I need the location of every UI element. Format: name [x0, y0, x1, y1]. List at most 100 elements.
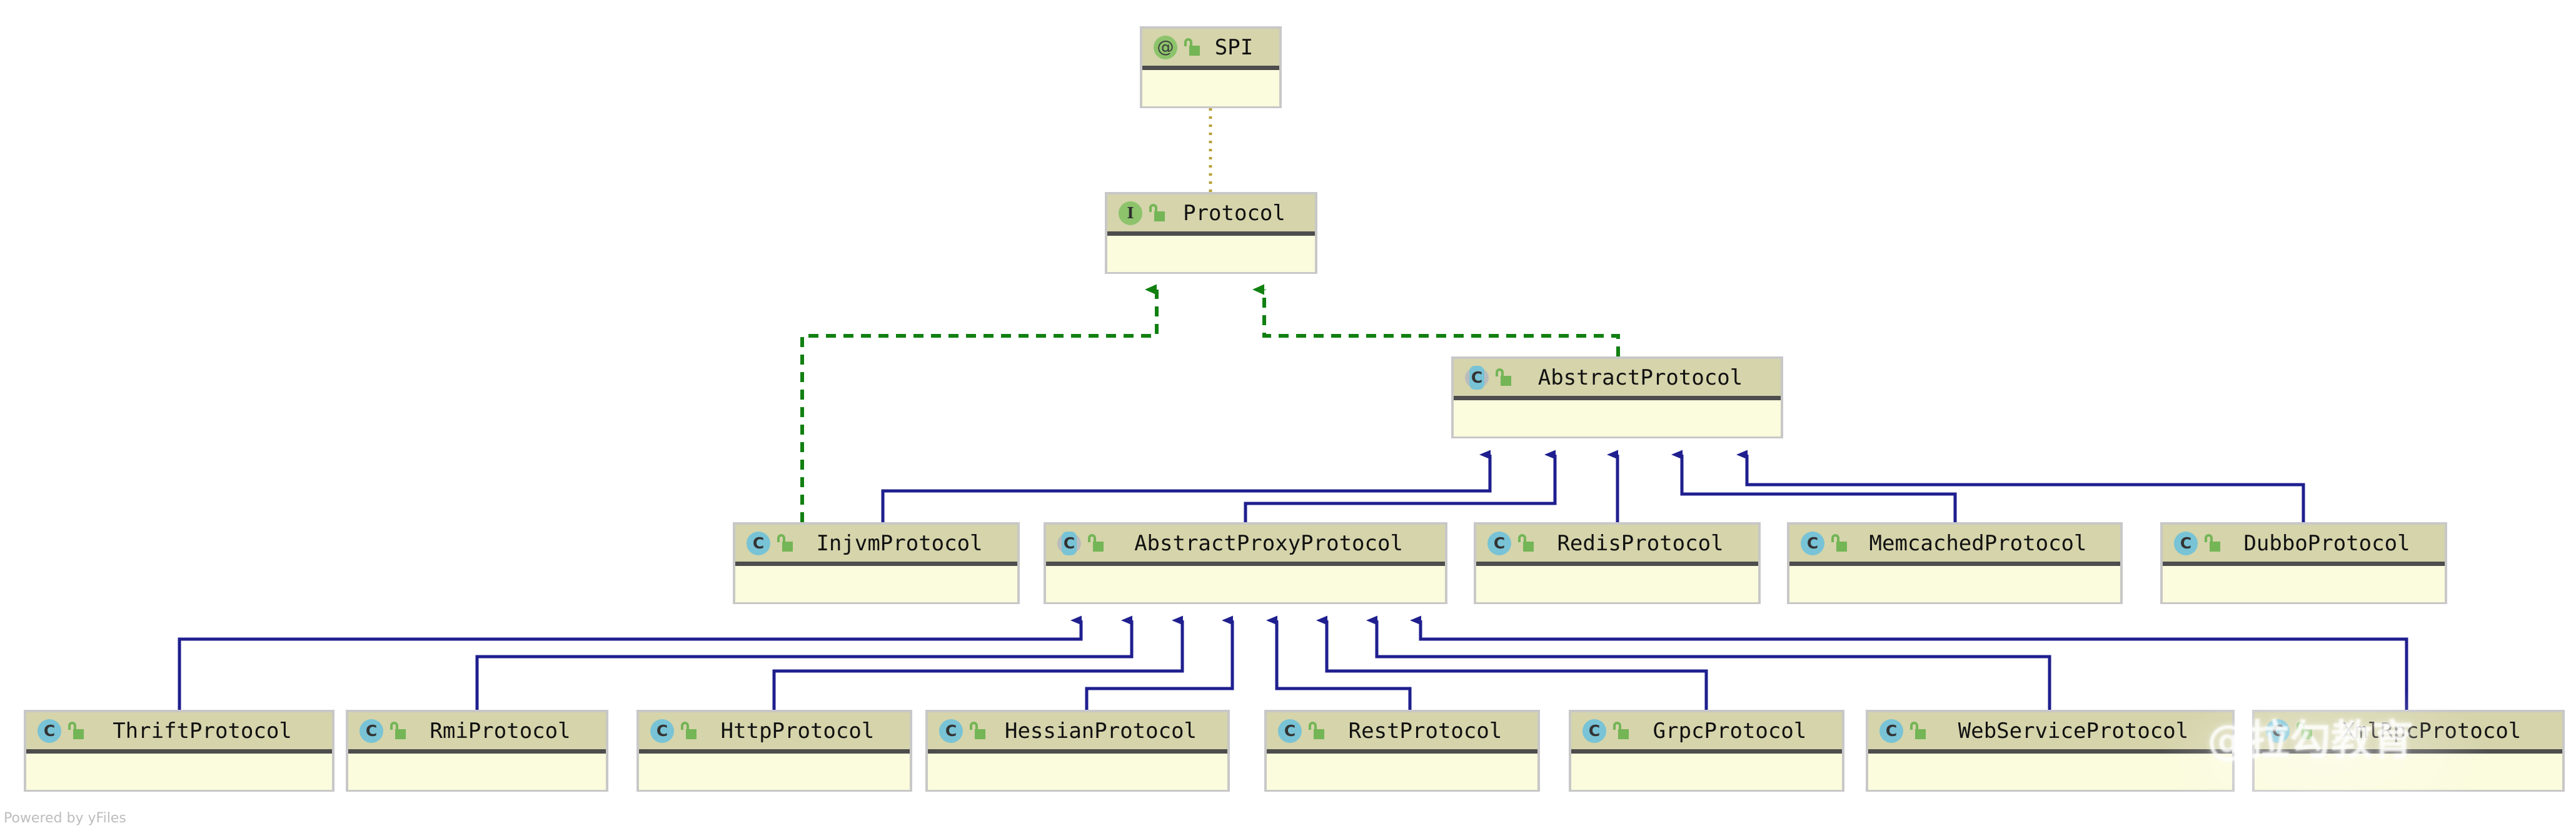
node-members	[1046, 566, 1445, 602]
interface-icon: I	[1119, 201, 1142, 225]
edge-inheritance-thrift-abstractproxy	[178, 615, 1083, 710]
node-header: C XmlRpcProtocol	[2255, 712, 2562, 754]
unlocked-padlock-icon	[2296, 721, 2312, 740]
node-members	[1454, 400, 1781, 437]
class-icon: C	[1582, 719, 1606, 743]
edge-inheritance-dubbo-abstractprotocol	[1736, 450, 2305, 522]
unlocked-padlock-icon	[390, 721, 406, 740]
class-icon: C	[2266, 719, 2290, 743]
node-header: C HessianProtocol	[928, 712, 1227, 754]
unlocked-padlock-icon	[2204, 533, 2220, 553]
edge-inheritance-grpc-abstractproxy	[1316, 615, 1708, 710]
node-title: Protocol	[1183, 200, 1285, 226]
node-members	[735, 566, 1017, 602]
node-header: C AbstractProxyProtocol	[1046, 525, 1445, 566]
node-title: AbstractProtocol	[1537, 365, 1743, 390]
unlocked-padlock-icon	[969, 721, 985, 740]
uml-node-http-protocol[interactable]: C HttpProtocol	[636, 710, 912, 792]
node-header: C RmiProtocol	[348, 712, 606, 754]
unlocked-padlock-icon	[1909, 721, 1926, 740]
edge-inheritance-injvm-abstractprotocol	[881, 450, 1492, 522]
uml-node-rmi-protocol[interactable]: C RmiProtocol	[346, 710, 608, 792]
class-icon: C	[1879, 719, 1903, 743]
class-icon: C	[360, 719, 383, 743]
node-title: MemcachedProtocol	[1869, 530, 2087, 556]
node-members	[2255, 754, 2562, 790]
unlocked-padlock-icon	[1149, 203, 1165, 223]
node-members	[1571, 754, 1842, 790]
uml-node-abstract-proxy-protocol[interactable]: C AbstractProxyProtocol	[1044, 522, 1447, 604]
unlocked-padlock-icon	[1831, 533, 1847, 553]
node-header: C WebServiceProtocol	[1868, 712, 2232, 754]
node-members	[26, 754, 332, 790]
powered-by-label: Powered by yFiles	[4, 810, 126, 826]
node-title: RestProtocol	[1348, 718, 1502, 744]
node-header: C DubboProtocol	[2163, 525, 2445, 566]
uml-node-hessian-protocol[interactable]: C HessianProtocol	[925, 710, 1230, 792]
uml-node-injvm-protocol[interactable]: C InjvmProtocol	[733, 522, 1020, 604]
unlocked-padlock-icon	[1517, 533, 1534, 553]
unlocked-padlock-icon	[1613, 721, 1629, 740]
node-members	[1267, 754, 1537, 790]
node-members	[2163, 566, 2445, 602]
uml-node-redis-protocol[interactable]: C RedisProtocol	[1474, 522, 1761, 604]
node-title: ThriftProtocol	[113, 718, 292, 744]
edge-inheritance-memcached-abstractprotocol	[1671, 450, 1957, 522]
edge-inheritance-rmi-abstractproxy	[475, 615, 1134, 710]
unlocked-padlock-icon	[777, 533, 793, 553]
edge-inheritance-hessian-abstractproxy	[1085, 615, 1234, 710]
class-icon: C	[747, 531, 770, 555]
node-header: C ThriftProtocol	[26, 712, 332, 754]
node-members	[1142, 70, 1279, 106]
node-header: C InjvmProtocol	[735, 525, 1017, 566]
uml-node-grpc-protocol[interactable]: C GrpcProtocol	[1569, 710, 1844, 792]
unlocked-padlock-icon	[1495, 368, 1511, 387]
class-icon: C	[1801, 531, 1824, 555]
node-title: GrpcProtocol	[1653, 718, 1807, 744]
abstract-class-icon: C	[1057, 531, 1081, 555]
node-header: C MemcachedProtocol	[1789, 525, 2120, 566]
edge-inheritance-xmlrpc-abstractproxy	[1410, 615, 2408, 710]
node-header: C HttpProtocol	[639, 712, 910, 754]
uml-node-memcached-protocol[interactable]: C MemcachedProtocol	[1787, 522, 2123, 604]
uml-node-xmlrpc-protocol[interactable]: C XmlRpcProtocol	[2252, 710, 2565, 792]
node-header: C AbstractProtocol	[1454, 359, 1781, 400]
node-members	[1868, 754, 2232, 790]
uml-node-webservice-protocol[interactable]: C WebServiceProtocol	[1866, 710, 2235, 792]
node-header: I Protocol	[1107, 194, 1315, 236]
class-icon: C	[38, 719, 61, 743]
class-icon: C	[2174, 531, 2198, 555]
node-members	[639, 754, 910, 790]
node-header: C GrpcProtocol	[1571, 712, 1842, 754]
uml-node-dubbo-protocol[interactable]: C DubboProtocol	[2160, 522, 2447, 604]
node-title: InjvmProtocol	[816, 530, 983, 556]
node-header: @ SPI	[1142, 29, 1279, 70]
abstract-class-icon: C	[1465, 365, 1489, 390]
annotation-icon: @	[1154, 35, 1177, 59]
uml-node-abstract-protocol[interactable]: C AbstractProtocol	[1451, 356, 1783, 438]
unlocked-padlock-icon	[1308, 721, 1324, 740]
uml-node-protocol[interactable]: I Protocol	[1105, 192, 1317, 274]
node-title: SPI	[1214, 34, 1254, 60]
edge-inheritance-webservice-abstractproxy	[1366, 615, 2051, 710]
class-icon: C	[1487, 531, 1511, 555]
node-title: HttpProtocol	[720, 718, 875, 744]
uml-node-spi[interactable]: @ SPI	[1140, 26, 1282, 108]
node-title: RmiProtocol	[430, 718, 571, 744]
node-members	[1789, 566, 2120, 602]
node-title: XmlRpcProtocol	[2342, 718, 2522, 744]
node-members	[1107, 236, 1315, 272]
node-members	[348, 754, 606, 790]
unlocked-padlock-icon	[68, 721, 84, 740]
uml-node-rest-protocol[interactable]: C RestProtocol	[1264, 710, 1540, 792]
class-icon: C	[1278, 719, 1302, 743]
node-title: AbstractProxyProtocol	[1134, 530, 1403, 556]
edge-inheritance-rest-abstractproxy	[1266, 615, 1412, 710]
node-header: C RedisProtocol	[1476, 525, 1758, 566]
node-title: RedisProtocol	[1557, 530, 1724, 556]
uml-node-thrift-protocol[interactable]: C ThriftProtocol	[24, 710, 335, 792]
unlocked-padlock-icon	[1087, 533, 1104, 553]
node-title: WebServiceProtocol	[1958, 718, 2189, 744]
